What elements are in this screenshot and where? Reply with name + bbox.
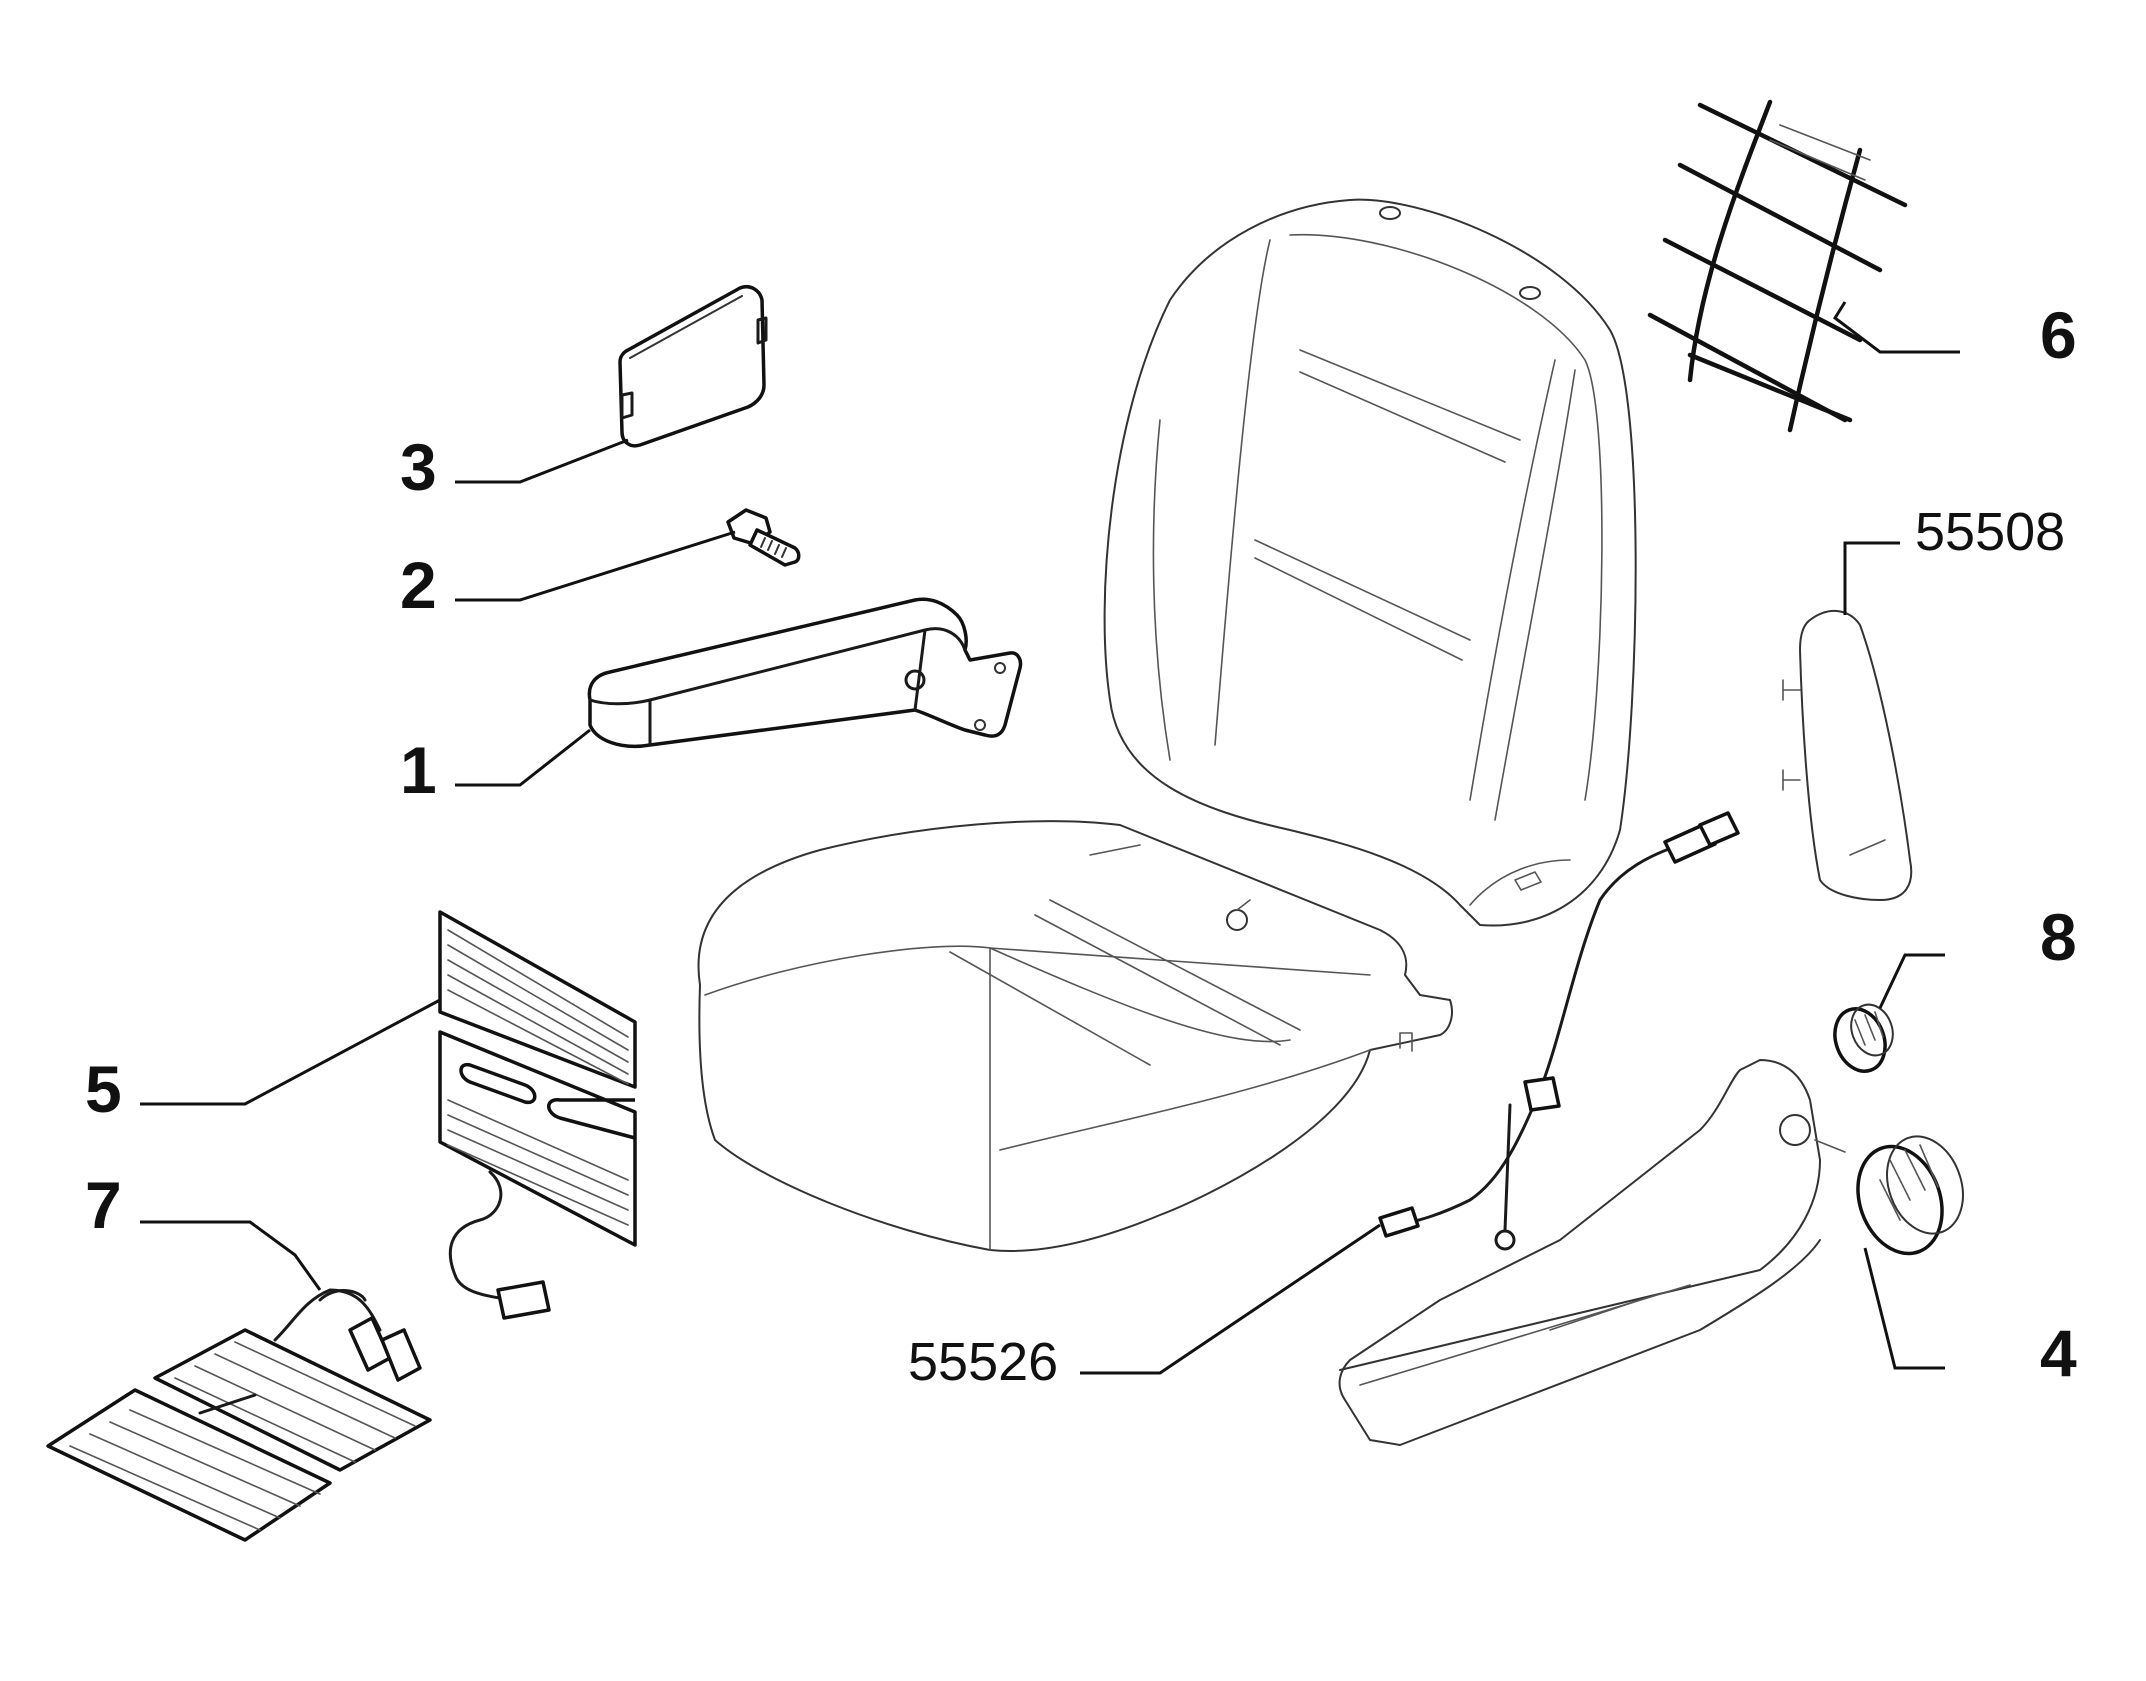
seat-backrest [1103,198,1637,927]
lumbar-frame-part [1647,99,1908,433]
side-trim-part [1782,610,1913,901]
bolt-part [726,508,801,567]
leader-55526 [1080,1223,1381,1375]
leader-3 [455,438,629,484]
callout-4: 4 [2040,1316,2077,1390]
leader-2 [455,530,736,602]
callout-7: 7 [85,1168,122,1242]
leader-5 [140,998,441,1106]
leader-8 [1878,953,1945,1009]
callout-5: 5 [85,1052,122,1126]
leader-4 [1863,1247,1945,1370]
heating-pad-lower [46,1288,432,1542]
callout-3: 3 [400,430,437,504]
cover-panel-part [618,285,768,448]
leader-6 [1833,301,1960,354]
leader-1 [455,728,591,787]
callout-2: 2 [400,548,437,622]
callout-6: 6 [2040,298,2077,372]
leader-lines [140,301,1960,1375]
leader-7 [140,1220,322,1291]
recliner-side-panel [1338,1059,1846,1446]
heating-pad-upper [438,910,637,1320]
callout-labels: 1 2 3 4 5 6 7 8 55508 55526 [85,298,2077,1392]
wiring-harness-part [1378,811,1740,1251]
knob-small-part [1833,1003,1894,1073]
callout-55526: 55526 [908,1332,1058,1392]
leader-55508 [1843,541,1900,615]
callout-55508: 55508 [1915,502,2065,562]
callout-8: 8 [2040,900,2077,974]
knob-large-part [1856,1135,1964,1256]
seat-cushion [697,820,1453,1252]
callout-1: 1 [400,733,437,807]
armrest-part [587,597,1023,748]
